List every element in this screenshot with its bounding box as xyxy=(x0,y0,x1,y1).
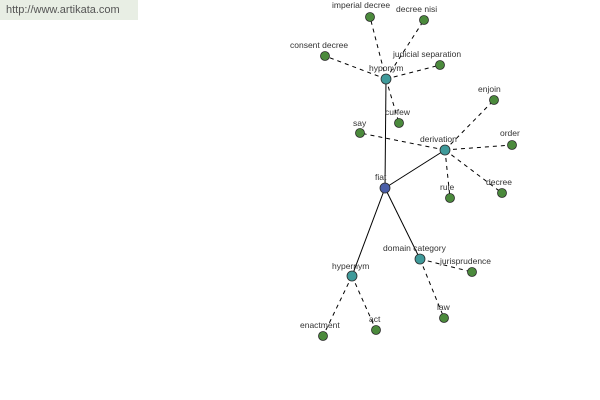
edge-hyponym-decree-nisi xyxy=(385,19,425,80)
url-banner: http://www.artikata.com xyxy=(0,0,138,20)
node-consent-decree-dot[interactable] xyxy=(320,51,330,61)
node-enjoin-dot[interactable] xyxy=(489,95,499,105)
node-decree-nisi[interactable]: decree nisi xyxy=(396,4,437,25)
node-judicial-separation-dot[interactable] xyxy=(435,60,445,70)
node-curfew-label: curfew xyxy=(385,107,411,117)
node-enactment-dot[interactable] xyxy=(318,331,328,341)
node-hyponym-dot[interactable] xyxy=(380,73,392,85)
node-hyponym-label: hyponym xyxy=(369,63,404,73)
edge-fiat-hypernym xyxy=(351,187,386,277)
edge-domain-category-law xyxy=(419,258,445,319)
node-consent-decree[interactable]: consent decree xyxy=(290,40,348,61)
node-fiat[interactable]: fiat xyxy=(375,172,391,194)
node-law[interactable]: law xyxy=(437,302,451,323)
edge-derivation-say xyxy=(359,132,446,151)
node-order-label: order xyxy=(500,128,520,138)
edge-derivation-rule xyxy=(444,149,451,199)
node-order[interactable]: order xyxy=(500,128,520,150)
node-judicial-separation[interactable]: judicial separation xyxy=(392,49,461,70)
node-enactment-label: enactment xyxy=(300,320,340,330)
node-decree-nisi-label: decree nisi xyxy=(396,4,437,14)
node-imperial-decree[interactable]: imperial decree xyxy=(332,0,390,22)
node-curfew[interactable]: curfew xyxy=(385,107,411,128)
node-enjoin-label: enjoin xyxy=(478,84,501,94)
node-imperial-decree-label: imperial decree xyxy=(332,0,390,10)
graph-nodes: fiat hyponym derivation domain category hype… xyxy=(290,0,520,341)
edge-derivation-order xyxy=(444,144,513,151)
node-hypernym-dot[interactable] xyxy=(346,270,358,282)
node-decree[interactable]: decree xyxy=(486,177,512,198)
node-say-label: say xyxy=(353,118,367,128)
node-say-dot[interactable] xyxy=(355,128,365,138)
node-derivation-label: derivation xyxy=(420,134,457,144)
node-hypernym-label: hypernym xyxy=(332,261,369,271)
node-act-dot[interactable] xyxy=(371,325,381,335)
node-say[interactable]: say xyxy=(353,118,367,138)
node-hypernym[interactable]: hypernym xyxy=(332,261,369,282)
edge-hypernym-act xyxy=(351,275,377,331)
node-derivation[interactable]: derivation xyxy=(420,134,457,156)
node-decree-label: decree xyxy=(486,177,512,187)
edge-hyponym-imperial-decree xyxy=(369,16,387,80)
edge-hyponym-consent-decree xyxy=(324,55,387,80)
node-act-label: act xyxy=(369,314,381,324)
edge-hyponym-judicial-separation xyxy=(385,64,441,80)
node-decree-nisi-dot[interactable] xyxy=(419,15,429,25)
node-rule-dot[interactable] xyxy=(445,193,455,203)
node-fiat-label: fiat xyxy=(375,172,387,182)
edge-domain-category-jurisprudence xyxy=(419,258,473,273)
node-law-dot[interactable] xyxy=(439,313,449,323)
node-judicial-separation-label: judicial separation xyxy=(392,49,461,59)
graph-edges xyxy=(322,16,513,337)
url-link[interactable]: http://www.artikata.com xyxy=(6,4,120,16)
node-law-label: law xyxy=(437,302,451,312)
node-fiat-dot[interactable] xyxy=(379,182,391,194)
edge-fiat-domain-category xyxy=(384,187,421,260)
node-decree-dot[interactable] xyxy=(497,188,507,198)
edge-hypernym-enactment xyxy=(322,275,353,337)
node-imperial-decree-dot[interactable] xyxy=(365,12,375,22)
node-derivation-dot[interactable] xyxy=(439,144,451,156)
node-enjoin[interactable]: enjoin xyxy=(478,84,501,105)
node-jurisprudence-label: jurisprudence xyxy=(439,256,491,266)
node-hyponym[interactable]: hyponym xyxy=(369,63,404,85)
edge-fiat-derivation xyxy=(384,149,446,189)
node-curfew-dot[interactable] xyxy=(394,118,404,128)
node-domain-category-label: domain category xyxy=(383,243,447,253)
node-act[interactable]: act xyxy=(369,314,381,335)
node-domain-category[interactable]: domain category xyxy=(383,243,447,265)
node-order-dot[interactable] xyxy=(507,140,517,150)
node-rule-label: rule xyxy=(440,182,454,192)
node-jurisprudence-dot[interactable] xyxy=(467,267,477,277)
node-domain-category-dot[interactable] xyxy=(414,253,426,265)
edge-fiat-hyponym xyxy=(384,78,387,189)
node-rule[interactable]: rule xyxy=(440,182,455,203)
node-consent-decree-label: consent decree xyxy=(290,40,348,50)
edge-derivation-decree xyxy=(444,149,503,194)
node-jurisprudence[interactable]: jurisprudence xyxy=(439,256,491,277)
node-enactment[interactable]: enactment xyxy=(300,320,340,341)
edge-derivation-enjoin xyxy=(444,99,495,151)
